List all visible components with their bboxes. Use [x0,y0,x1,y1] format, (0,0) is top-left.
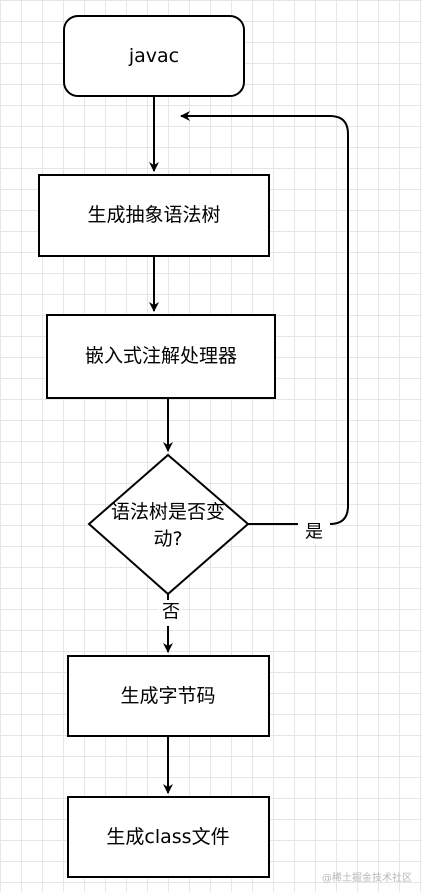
start-node-label: javac [128,45,179,67]
bytecode-node-label: 生成字节码 [120,685,215,707]
yes-edge-label: 是 [305,522,323,543]
ast-node-shape [38,174,270,257]
classfile-node-shape [67,796,270,878]
no-label-backdrop [158,600,182,626]
processor-node-label: 嵌入式注解处理器 [85,345,237,367]
start-node-shape [63,15,245,97]
classfile-node-label: 生成class文件 [106,826,229,848]
no-edge-label: 否 [162,602,180,623]
ast-node-label: 生成抽象语法树 [87,204,220,226]
bytecode-node-shape [67,655,270,737]
decision-node-label-line2: 动? [153,528,182,550]
processor-node-shape [46,314,276,399]
decision-node-shape [87,453,250,596]
yes-label-backdrop [298,520,330,544]
edge-decision-yes-loop [180,111,349,525]
decision-node-label-line1: 语法树是否变 [111,501,225,523]
nodes [38,15,276,878]
watermark: @稀土掘金技术社区 [322,873,412,884]
